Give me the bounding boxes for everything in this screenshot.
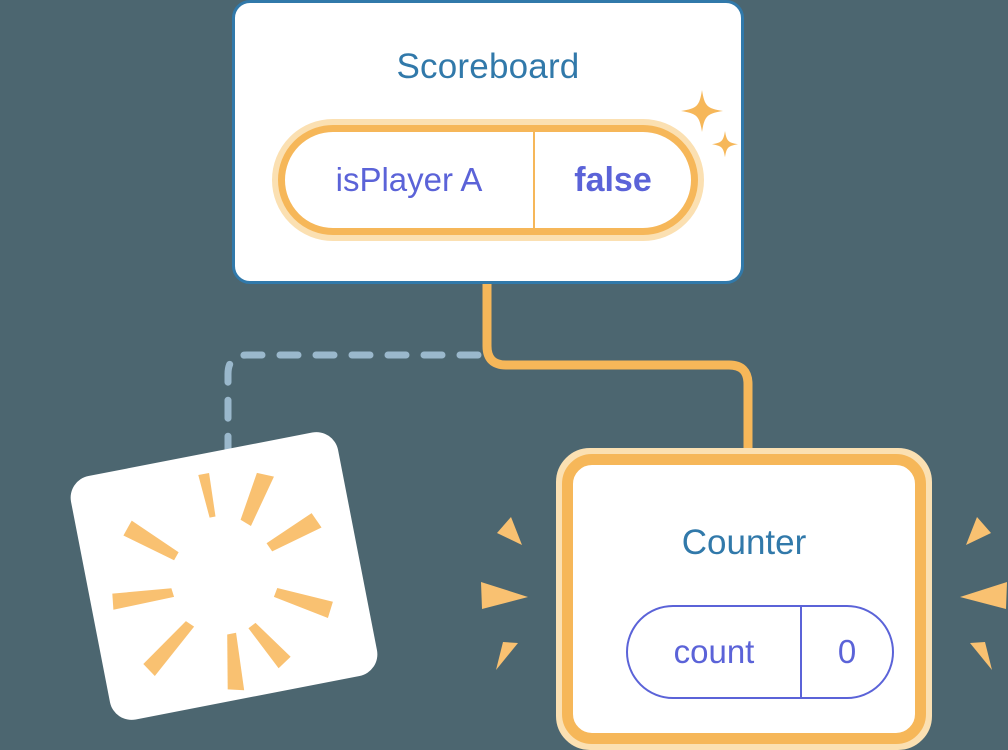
counter-card[interactable]: Counter count 0 [556, 448, 932, 750]
sparkle-large-icon [681, 90, 723, 132]
sparkle-small-icon [712, 131, 738, 158]
counter-state-pill[interactable]: count 0 [626, 605, 894, 699]
counter-left-rays-icon [481, 517, 528, 670]
scoreboard-pill-key: isPlayer A [285, 132, 535, 228]
blank-card-burst-icon [112, 472, 333, 691]
scoreboard-pill-value: false [574, 160, 652, 199]
scoreboard-pill-body[interactable]: isPlayer A false [278, 125, 698, 235]
blank-card[interactable] [66, 428, 382, 724]
counter-right-rays-icon [960, 517, 1007, 670]
counter-title: Counter [681, 523, 807, 562]
scoreboard-title: Scoreboard [396, 47, 580, 86]
sparkle-group [681, 90, 738, 158]
counter-card-body[interactable]: Counter count 0 [562, 454, 926, 744]
counter-pill-value: 0 [837, 633, 857, 670]
counter-pill-key: count [628, 607, 802, 697]
scoreboard-state-pill[interactable]: isPlayer A false [272, 119, 704, 241]
connector-scoreboard-to-counter [482, 276, 753, 475]
